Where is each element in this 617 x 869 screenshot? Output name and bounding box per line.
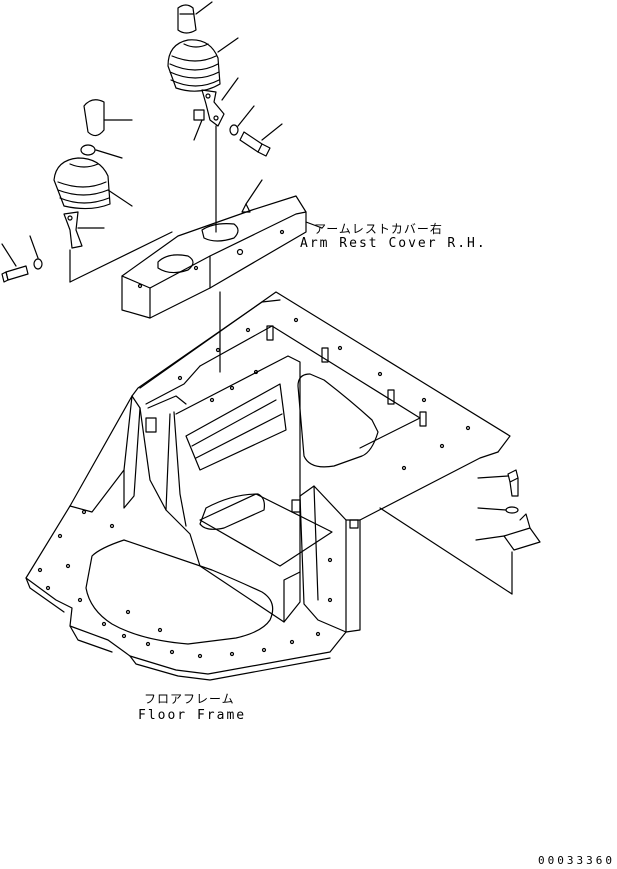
washer-right — [229, 105, 255, 136]
floor-label-jp: フロアフレーム — [144, 692, 235, 706]
bolt-right — [239, 123, 283, 157]
bolt-left — [1, 243, 29, 283]
drawing-code: 00033360 — [538, 854, 615, 867]
lever-bracket-left — [63, 211, 105, 249]
leader-left-b — [69, 231, 173, 283]
nut-left — [80, 144, 123, 159]
lever-bracket-right — [201, 77, 239, 127]
floor-frame — [25, 291, 511, 681]
bolt-side — [477, 469, 519, 497]
clip-right — [193, 109, 205, 141]
bracket-side — [475, 513, 541, 551]
armrest-cover — [121, 179, 323, 319]
leader-side-diag — [379, 507, 513, 595]
lever-boot-left — [53, 157, 133, 210]
washer-left — [29, 235, 43, 270]
lever-knob-left — [83, 99, 133, 137]
armrest-label-jp: アームレストカバー右 — [314, 222, 443, 236]
lever-boot-right — [167, 37, 239, 92]
lever-knob-right — [177, 1, 213, 34]
washer-side — [477, 506, 519, 514]
armrest-label-en: Arm Rest Cover R.H. — [300, 236, 487, 251]
floor-label-en: Floor Frame — [138, 708, 247, 723]
